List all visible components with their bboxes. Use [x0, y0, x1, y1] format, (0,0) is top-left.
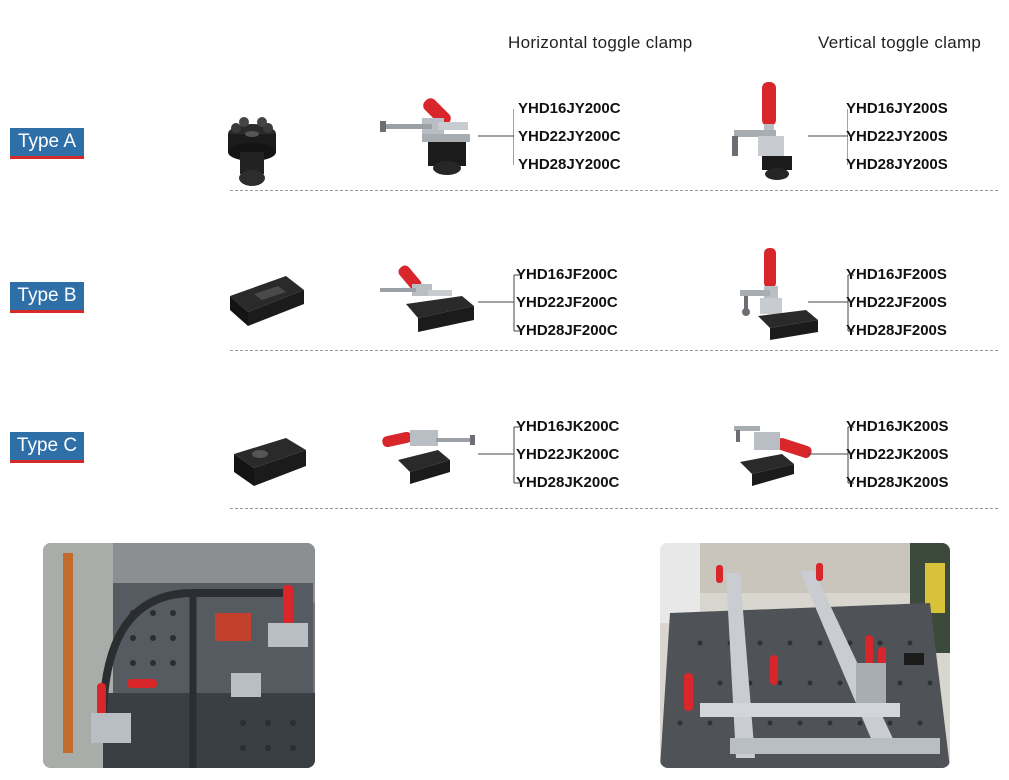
model-bracket-icon — [808, 426, 854, 484]
row-divider — [230, 508, 998, 509]
model-bracket-icon — [478, 274, 522, 332]
model-code: YHD28JF200C — [516, 322, 618, 339]
type-c-vertical-clamp-image — [734, 426, 812, 486]
model-code: YHD22JK200S — [846, 446, 949, 463]
model-code: YHD16JK200S — [846, 418, 949, 435]
horizontal-column-heading: Horizontal toggle clamp — [508, 33, 693, 52]
type-c-horizontal-clamp-image — [382, 430, 475, 484]
model-code: YHD22JY200C — [518, 128, 621, 145]
model-code: YHD16JY200S — [846, 100, 948, 117]
model-bracket-icon — [478, 426, 522, 484]
welding-frame-photo — [43, 543, 315, 768]
model-code: YHD28JF200S — [846, 322, 947, 339]
model-code: YHD22JY200S — [846, 128, 948, 145]
type-b-badge: Type B — [10, 282, 84, 313]
type-c-badge: Type C — [10, 432, 84, 463]
model-code: YHD22JF200C — [516, 294, 618, 311]
model-code: YHD16JF200C — [516, 266, 618, 283]
model-bracket-icon — [808, 109, 848, 165]
model-bracket-icon — [478, 109, 514, 165]
type-b-vertical-clamp-image — [740, 248, 818, 340]
model-code: YHD28JY200S — [846, 156, 948, 173]
type-a-base-image — [228, 117, 276, 186]
type-b-horizontal-clamp-image — [380, 265, 474, 332]
type-a-badge: Type A — [10, 128, 84, 159]
model-code: YHD22JK200C — [516, 446, 620, 463]
welding-table-photo — [660, 543, 950, 768]
model-bracket-icon — [808, 274, 854, 332]
type-c-base-image — [234, 438, 306, 486]
model-code: YHD16JK200C — [516, 418, 620, 435]
model-code: YHD16JY200C — [518, 100, 621, 117]
row-divider — [230, 350, 998, 351]
type-b-horizontal-models: YHD16JF200C YHD22JF200C YHD28JF200C — [478, 266, 698, 346]
model-code: YHD28JK200C — [516, 474, 620, 491]
model-code: YHD28JK200S — [846, 474, 949, 491]
model-code: YHD16JF200S — [846, 266, 947, 283]
model-code: YHD22JF200S — [846, 294, 947, 311]
vertical-column-heading: Vertical toggle clamp — [818, 33, 982, 52]
type-a-horizontal-clamp-image — [380, 98, 470, 175]
type-a-vertical-models: YHD16JY200S YHD22JY200S YHD28JY200S — [808, 100, 1008, 180]
type-b-vertical-models: YHD16JF200S YHD22JF200S YHD28JF200S — [808, 266, 1008, 346]
type-c-vertical-models: YHD16JK200S YHD22JK200S YHD28JK200S — [808, 418, 1008, 498]
type-c-horizontal-models: YHD16JK200C YHD22JK200C YHD28JK200C — [478, 418, 698, 498]
type-b-base-image — [230, 276, 304, 326]
model-code: YHD28JY200C — [518, 156, 621, 173]
type-a-vertical-clamp-image — [732, 82, 792, 180]
row-divider — [230, 190, 998, 191]
type-a-horizontal-models: YHD16JY200C YHD22JY200C YHD28JY200C — [478, 100, 698, 180]
